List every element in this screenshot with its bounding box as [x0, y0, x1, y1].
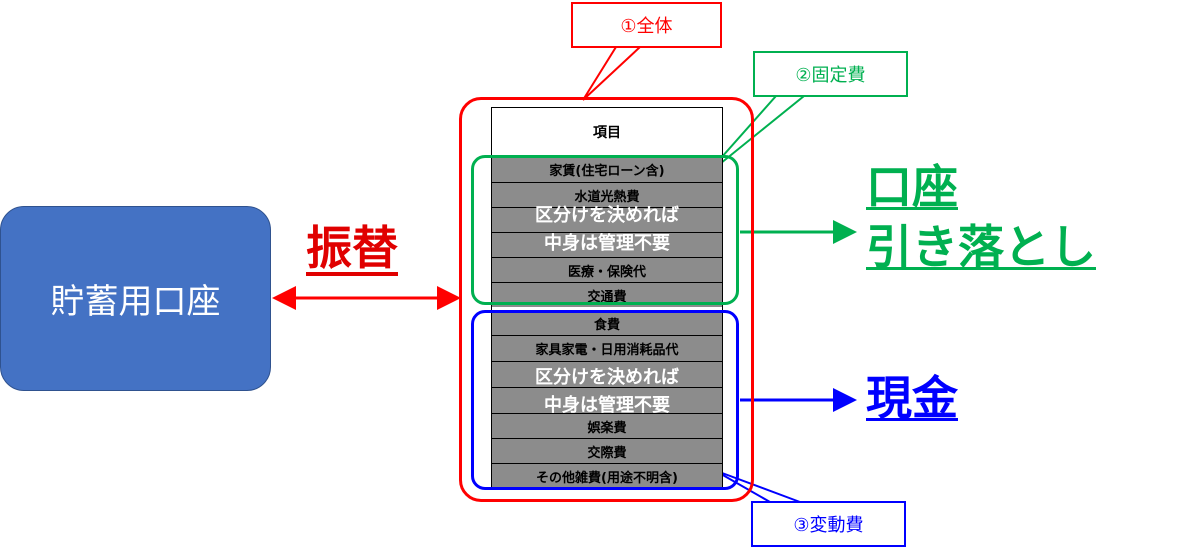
row-label: 家賃(住宅ローン含) — [549, 164, 665, 179]
table-row — [492, 232, 722, 257]
table-row: 家具家電・日用消耗品代 — [492, 335, 722, 361]
row-label: 家具家電・日用消耗品代 — [535, 343, 679, 358]
row-label: 食費 — [593, 317, 620, 333]
savings-account-box: 貯蓄用口座 — [0, 206, 271, 391]
table-header: 項目 — [593, 125, 621, 141]
table-row: その他雑費(用途不明含) — [492, 463, 722, 488]
expense-table: 項目 家賃(住宅ローン含) 水道光熱費 医療・保険代 交通費 食費 家具家電・日… — [491, 107, 723, 489]
table-row: 交際費 — [492, 438, 722, 463]
transfer-label: 振替 — [306, 221, 398, 275]
fixed-overlay-text: 区分けを決めれば 中身は管理不要 — [491, 202, 723, 258]
bank-label-line: 口座 — [866, 160, 958, 214]
savings-account-label: 貯蓄用口座 — [50, 282, 221, 322]
overlay-line: 区分けを決めれば — [535, 205, 679, 226]
overlay-line: 区分けを決めれば — [535, 367, 679, 388]
variable-overlay-text: 区分けを決めれば 中身は管理不要 — [491, 364, 723, 420]
variable-expenses-frame — [471, 310, 739, 490]
callout-fixed: ②固定費 — [753, 51, 908, 97]
row-label: 娯楽費 — [587, 420, 627, 436]
table-row: 娯楽費 — [492, 413, 722, 438]
callout-all-label: ①全体 — [620, 16, 673, 37]
all-expenses-frame — [459, 97, 754, 502]
row-label: 交通費 — [587, 289, 627, 305]
overlay-line: 中身は管理不要 — [544, 233, 670, 254]
callout-variable: ③変動費 — [751, 501, 906, 547]
cash-label: 現金 — [866, 371, 958, 425]
row-label: その他雑費(用途不明含) — [536, 470, 678, 486]
row-label: 交際費 — [587, 445, 627, 461]
callout-all: ①全体 — [571, 2, 722, 48]
callout-fixed-label: ②固定費 — [795, 65, 866, 86]
overlay-line: 中身は管理不要 — [544, 395, 670, 416]
row-label: 水道光熱費 — [574, 189, 640, 205]
table-row — [492, 361, 722, 387]
table-row — [492, 387, 722, 413]
table-row: 医療・保険代 — [492, 257, 722, 282]
callout-variable-label: ③変動費 — [793, 515, 864, 536]
bank-label-line: 引き落とし — [866, 220, 1096, 274]
bank-withdrawal-label: 口座 引き落とし — [866, 157, 1096, 277]
table-row — [492, 207, 722, 232]
row-label: 医療・保険代 — [567, 264, 646, 280]
callout-all-pointer — [582, 46, 643, 101]
table-row: 水道光熱費 — [492, 182, 722, 207]
fixed-expenses-frame — [471, 155, 739, 305]
